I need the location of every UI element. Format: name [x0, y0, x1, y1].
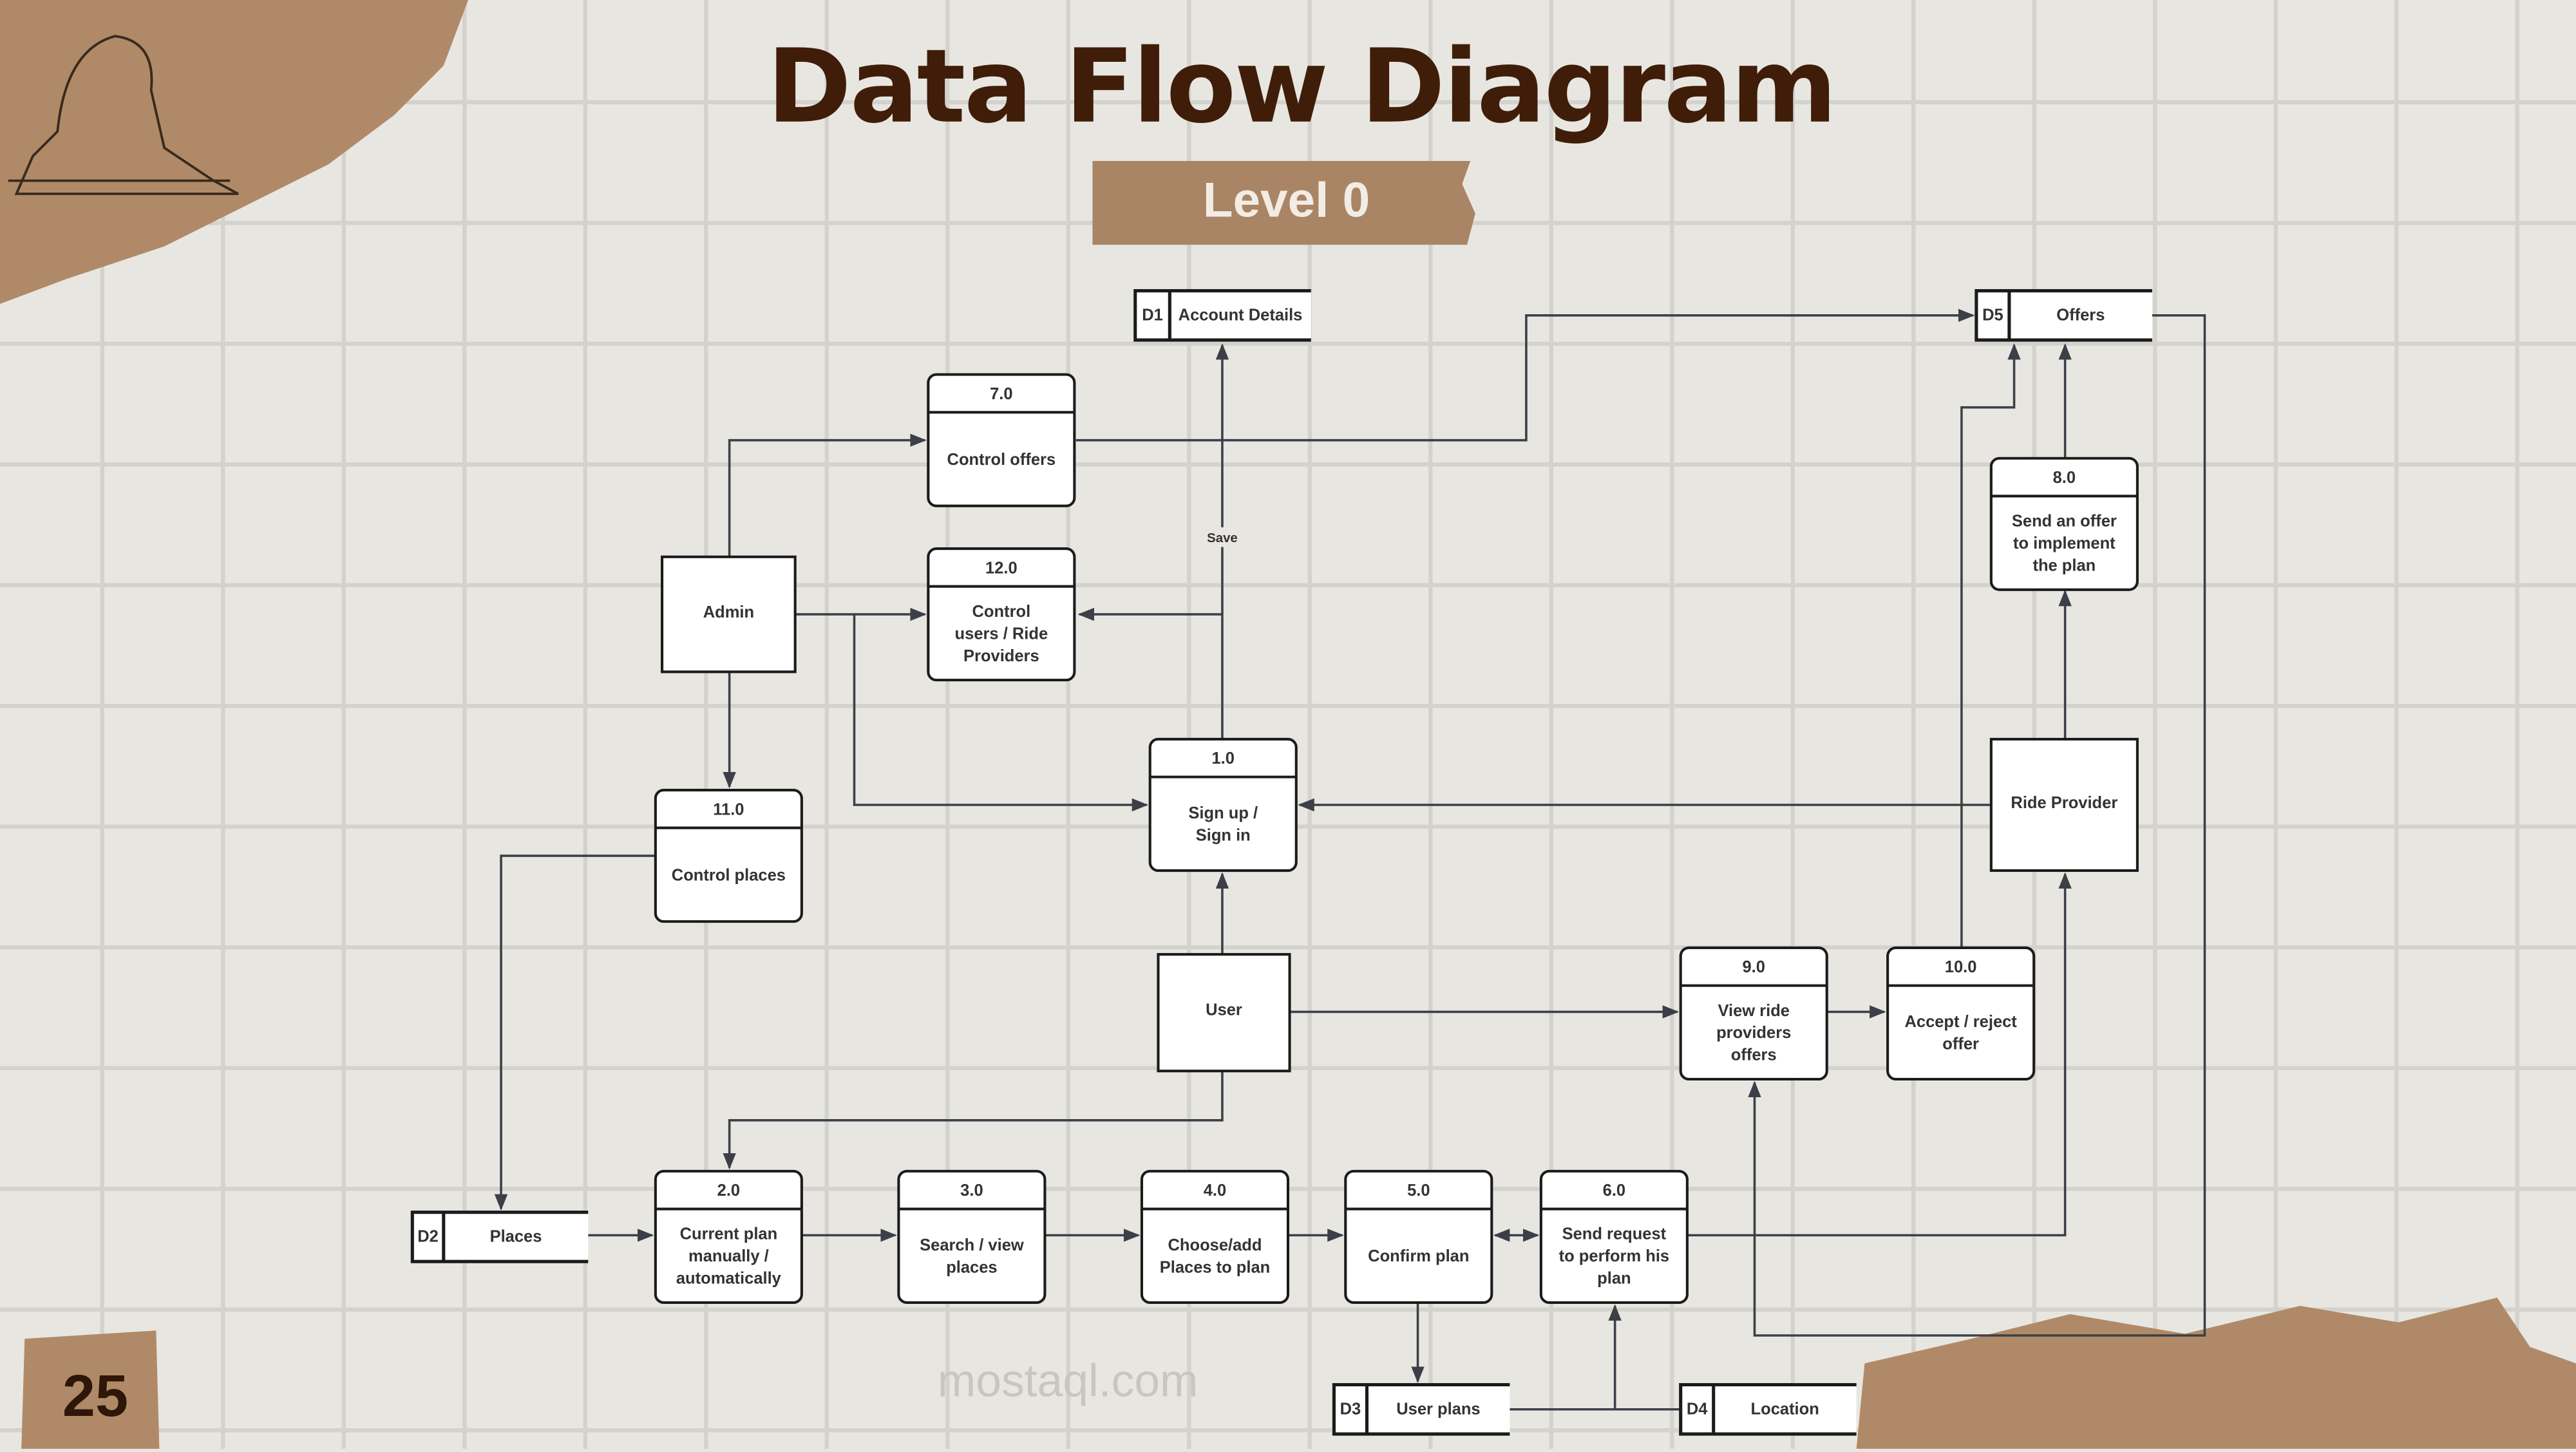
store-id: D2 [417, 1228, 439, 1246]
process-label: the plan [2032, 556, 2096, 574]
store-id: D3 [1340, 1400, 1361, 1418]
store-id: D5 [1982, 306, 2003, 324]
process-label: to implement [2013, 534, 2116, 552]
flow-admin-to-7 [728, 433, 927, 557]
process-number: 4.0 [1204, 1182, 1226, 1200]
process-label: Control offers [947, 451, 1056, 469]
flow-admin-to-1 [853, 614, 1149, 812]
torn-paper-top-left [0, 0, 469, 304]
process-label: places [946, 1258, 997, 1276]
process-label: Choose/add [1168, 1236, 1262, 1254]
level-label: Level 0 [1203, 173, 1370, 228]
flow-d5-to-9 [1748, 314, 2206, 1337]
process-label: Search / view [920, 1236, 1024, 1254]
flow-label-save: Save [1207, 531, 1238, 545]
flow-7-to-d5 [1075, 308, 1975, 442]
process-label: Places to plan [1160, 1258, 1270, 1276]
process-label: Sign in [1196, 826, 1251, 844]
process-label: Control places [672, 866, 786, 884]
process-label: offers [1731, 1046, 1777, 1064]
page-number-tag [21, 1330, 160, 1449]
flow-6-to-ride-provider [1687, 872, 2072, 1237]
page-number: 25 [62, 1363, 128, 1429]
process-number: 10.0 [1945, 958, 1977, 976]
process-label: View ride [1718, 1002, 1790, 1020]
process-number: 1.0 [1212, 750, 1235, 768]
process-label: Current plan [680, 1225, 778, 1243]
process-label: Providers [963, 647, 1039, 665]
entity-label: User [1206, 1001, 1242, 1019]
level-banner [1092, 161, 1475, 245]
store-label: Offers [2056, 306, 2105, 324]
process-number: 5.0 [1407, 1182, 1430, 1200]
process-label: Accept / reject [1904, 1013, 2017, 1031]
entity-user[interactable]: User [1157, 953, 1291, 1073]
process-number: 9.0 [1742, 958, 1765, 976]
process-label: Send an offer [2012, 513, 2117, 531]
process-label: offer [1942, 1035, 1979, 1053]
flow-d3-d4-to-6 [1510, 1306, 1681, 1411]
process-label: automatically [676, 1270, 782, 1288]
entity-admin[interactable]: Admin [661, 555, 797, 674]
watermark: mostaql.com [938, 1355, 1198, 1406]
process-number: 11.0 [713, 800, 744, 818]
process-label: to perform his [1559, 1247, 1669, 1265]
data-store-d5[interactable]: D5 Offers [1975, 288, 2152, 342]
process-number: 7.0 [990, 385, 1012, 403]
store-label: Location [1751, 1400, 1819, 1418]
entity-label: Ride Provider [2011, 794, 2117, 812]
process-label: manually / [688, 1247, 769, 1265]
data-store-d1[interactable]: D1 Account Details [1133, 288, 1311, 342]
data-store-d2[interactable]: D2 Places [410, 1211, 589, 1263]
flow-user-to-2 [723, 1071, 1224, 1170]
store-label: User plans [1396, 1400, 1480, 1418]
process-label: plan [1597, 1270, 1631, 1288]
process-label: users / Ride [955, 625, 1048, 643]
process-number: 12.0 [985, 559, 1018, 577]
process-label: Confirm plan [1368, 1247, 1469, 1265]
store-label: Places [490, 1228, 542, 1246]
process-label: Sign up / [1188, 804, 1258, 822]
process-label: Control [972, 603, 1031, 621]
store-id: D1 [1142, 306, 1163, 324]
data-store-d4[interactable]: D4 Location [1679, 1382, 1857, 1436]
process-number: 8.0 [2053, 469, 2076, 487]
store-label: Account Details [1179, 306, 1303, 324]
store-id: D4 [1687, 1400, 1708, 1418]
flow-10-to-d5 [1960, 343, 2021, 948]
data-store-d3[interactable]: D3 User plans [1332, 1382, 1510, 1436]
process-number: 2.0 [717, 1182, 740, 1200]
flow-11-to-d2 [494, 854, 656, 1211]
process-number: 3.0 [960, 1182, 983, 1200]
entity-label: Admin [703, 603, 754, 621]
process-label: providers [1716, 1024, 1791, 1042]
process-label: Send request [1562, 1225, 1667, 1243]
page-title: Data Flow Diagram [767, 28, 1835, 146]
entity-ride-provider[interactable]: Ride Provider [1989, 737, 2139, 872]
process-number: 6.0 [1603, 1182, 1625, 1200]
data-flows: Save [494, 308, 2206, 1411]
sphinx-sketch-icon [8, 35, 239, 195]
